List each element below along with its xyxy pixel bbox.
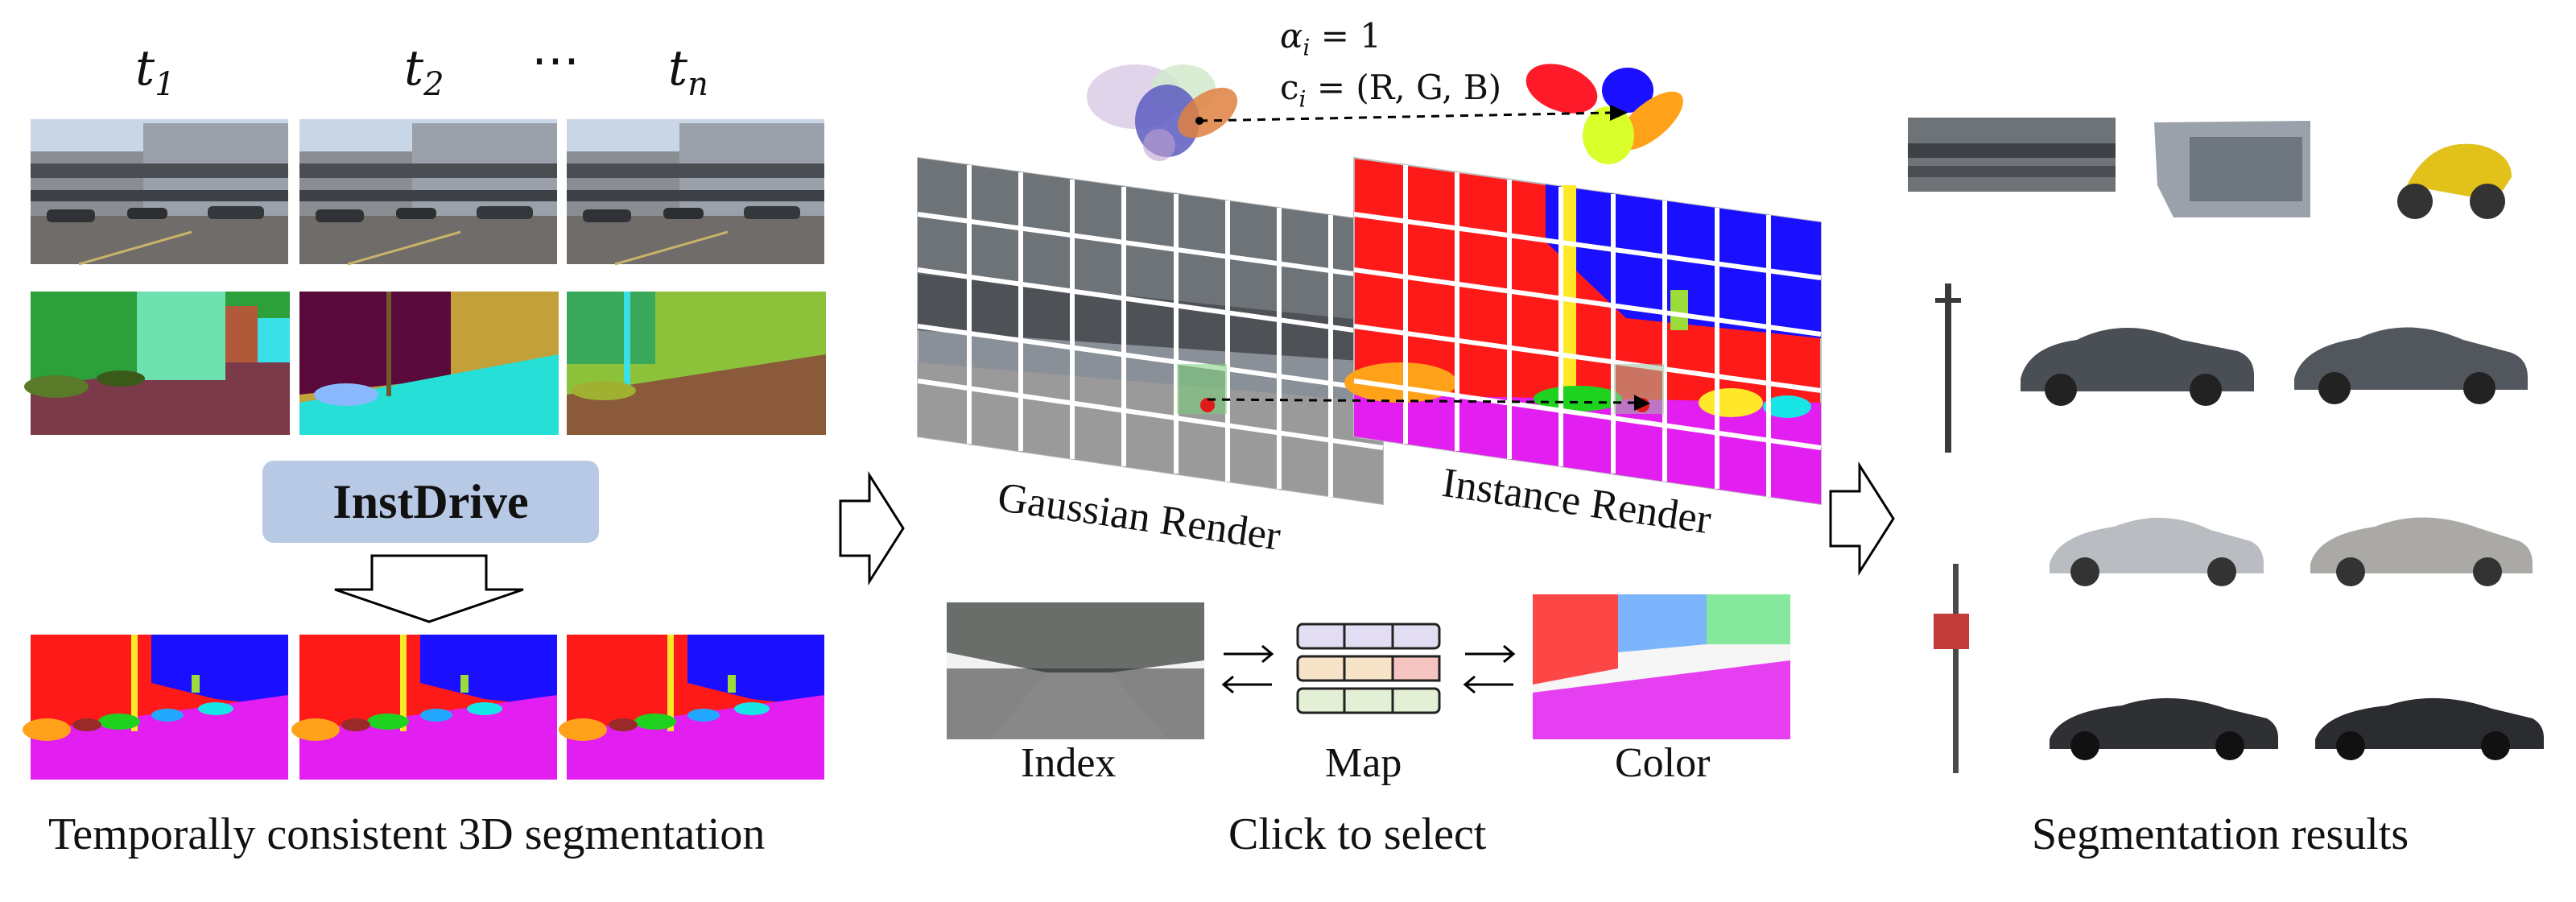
seg3d-frame-tn (559, 635, 824, 780)
result-car-2 (2294, 327, 2528, 404)
map-color-arrows (1463, 644, 1516, 694)
gaussian-blobs-left (1087, 64, 1238, 161)
seg3d-frame-t1 (23, 635, 288, 780)
down-arrow (334, 554, 524, 623)
seg3d-frame-t2 (291, 635, 557, 780)
map-label: Map (1325, 740, 1402, 786)
color-formula: ci = (R, G, B) (1280, 68, 1502, 113)
blob-link-arrow (1199, 111, 1611, 122)
rgb-frame-t1 (29, 118, 290, 266)
index-point-cloud (947, 602, 1204, 739)
pixel-link-arrow (1207, 398, 1635, 404)
result-car-1 (2021, 328, 2254, 406)
method-name: InstDrive (332, 474, 529, 528)
alpha-formula: αi = 1 (1280, 16, 1381, 61)
rgb-frame-t2 (298, 118, 559, 266)
rgb-frame-tn (565, 118, 826, 266)
result-motorcycle (2397, 143, 2512, 219)
seg2d-frame-t2 (299, 292, 559, 435)
caption-left: Temporally consistent 3D segmentation (48, 809, 766, 859)
color-label: Color (1615, 740, 1711, 786)
result-car-4 (2310, 517, 2533, 586)
result-sign-pole (1934, 564, 1969, 773)
instance-render-panel (1344, 156, 1822, 506)
result-pole-1 (1935, 283, 1961, 453)
gaussian-blobs-right (1525, 64, 1683, 164)
result-building (2154, 121, 2310, 217)
method-name-box: InstDrive (262, 461, 599, 543)
right-arrow-2 (1829, 461, 1895, 577)
result-car-6 (2315, 697, 2544, 760)
seg2d-frame-tn (567, 292, 826, 435)
map-table (1296, 623, 1441, 714)
result-car-5 (2050, 697, 2278, 760)
gaussian-render-panel (917, 156, 1384, 506)
right-arrow-1 (839, 470, 905, 586)
timestep-label-t2: t2 (404, 40, 444, 103)
color-point-cloud (1533, 594, 1790, 739)
index-map-arrows (1221, 644, 1274, 694)
seg2d-frame-t1 (24, 292, 290, 435)
caption-middle: Click to select (1228, 809, 1487, 859)
timestep-label-tn: tn (668, 40, 708, 103)
result-car-3 (2050, 517, 2264, 586)
result-building-facade (1908, 118, 2116, 192)
timestep-label-t1: t1 (135, 40, 175, 103)
caption-right: Segmentation results (2032, 809, 2409, 859)
index-label: Index (1021, 740, 1117, 786)
ellipsis: ⋯ (531, 32, 580, 89)
